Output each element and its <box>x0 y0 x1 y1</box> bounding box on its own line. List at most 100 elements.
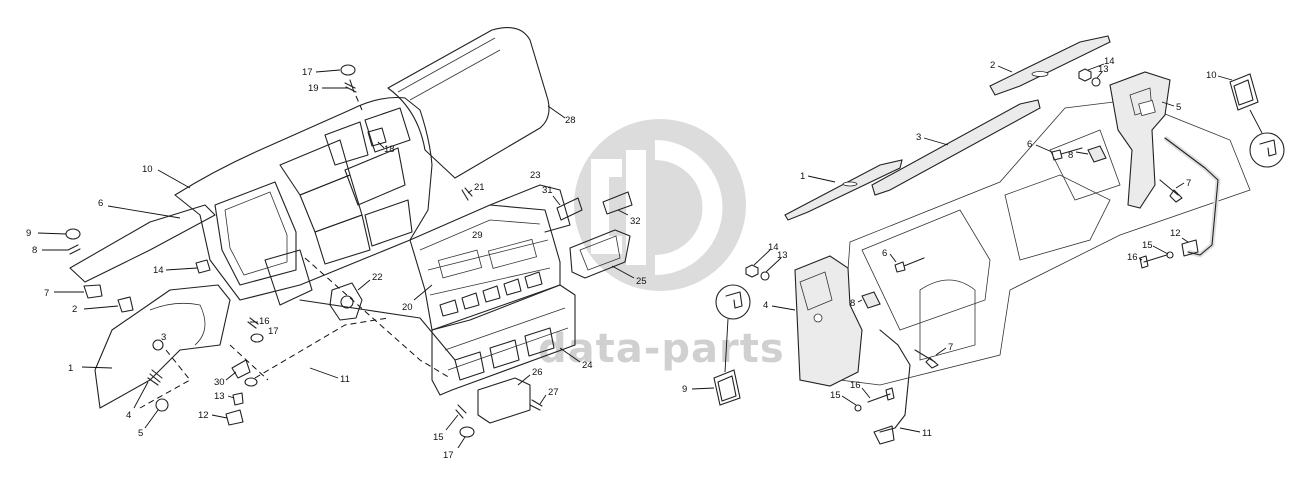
part-17-cap-bottom <box>459 426 475 438</box>
right-callouts: 1 2 3 4 5 6 6 7 7 8 8 9 10 11 <box>682 56 1233 439</box>
part-13-washer-lower <box>760 271 770 281</box>
callout-7: 7 <box>44 288 49 299</box>
part-25-cupholder <box>569 229 631 279</box>
part-27-screw <box>529 399 543 411</box>
left-dashboard-assembly: 1 2 3 4 5 6 7 8 9 10 11 12 13 14 <box>26 27 647 461</box>
part-17-cap-lower <box>250 333 264 343</box>
part-17-cap-top <box>340 64 356 76</box>
callout-8: 8 <box>32 245 37 256</box>
callout-17-bottom: 17 <box>443 450 454 461</box>
left-callouts: 1 2 3 4 5 6 7 8 9 10 11 12 13 14 <box>26 67 647 461</box>
callout-4: 4 <box>126 410 131 421</box>
part-26-ashtray <box>477 377 531 424</box>
part-3-nut <box>152 339 164 351</box>
callout-28: 28 <box>565 115 576 126</box>
part-9-cap <box>65 228 81 240</box>
r-callout-14-lower: 14 <box>768 242 779 253</box>
r-callout-7-upper: 7 <box>1186 178 1191 189</box>
r-callout-14-upper: 14 <box>1104 56 1115 67</box>
callout-13: 13 <box>214 391 225 402</box>
part-6-bolt-upper <box>1051 147 1083 161</box>
part-31-switch <box>556 197 583 221</box>
part-15-washer-left <box>854 404 862 412</box>
part-8-plate-upper <box>1087 145 1107 163</box>
r-callout-6-upper: 6 <box>1027 139 1032 150</box>
r-callout-10: 10 <box>1206 70 1217 81</box>
r-callout-8-lower: 8 <box>850 298 855 309</box>
part-16-bolt-left <box>867 387 895 403</box>
r-callout-16-upper: 16 <box>1127 252 1138 263</box>
callout-24: 24 <box>582 360 593 371</box>
callout-32: 32 <box>630 216 641 227</box>
part-5-cap <box>155 398 169 412</box>
callout-12: 12 <box>198 410 209 421</box>
callout-1: 1 <box>68 363 73 374</box>
part-10-grip <box>1229 73 1259 111</box>
part-16-bolt-right <box>1139 253 1171 269</box>
part-1-lower-panel <box>94 284 231 409</box>
callout-22: 22 <box>372 272 383 283</box>
instrument-window <box>214 181 297 286</box>
r-callout-6-lower: 6 <box>882 248 887 259</box>
callout-31: 31 <box>542 185 553 196</box>
part-15-washer-right <box>1166 251 1174 259</box>
part-10-dashboard-top <box>174 96 433 301</box>
watermark-logo <box>574 119 746 291</box>
part-11-handle-bar-right <box>1164 137 1219 256</box>
part-7-bolt-lower <box>914 349 939 369</box>
part-23-console-top <box>489 184 571 233</box>
callout-25: 25 <box>636 276 647 287</box>
callout-29: 29 <box>472 230 483 241</box>
r-callout-11: 11 <box>922 428 932 439</box>
part-16-screw <box>247 317 259 329</box>
r-callout-3: 3 <box>916 132 921 143</box>
callout-20: 20 <box>402 302 413 313</box>
callout-9: 9 <box>26 228 31 239</box>
callout-15: 15 <box>433 432 444 443</box>
watermark-text: data-parts <box>538 326 785 372</box>
r-callout-13-upper: 13 <box>1098 64 1109 75</box>
r-callout-7-lower: 7 <box>948 342 953 353</box>
part-14-nut-lower <box>745 264 759 278</box>
part-6-bolt-lower <box>894 257 925 273</box>
callout-23: 23 <box>530 170 541 181</box>
part-19-screw <box>344 79 357 93</box>
part-28-top-cover <box>387 27 550 179</box>
callout-27: 27 <box>548 387 559 398</box>
callout-26: 26 <box>532 367 543 378</box>
part-7-bolt-upper <box>1159 179 1183 203</box>
r-callout-12: 12 <box>1170 228 1181 239</box>
callout-6: 6 <box>98 198 103 209</box>
part-15-screw <box>455 404 467 419</box>
r-callout-13-lower: 13 <box>777 250 788 261</box>
callout-11: 11 <box>340 374 350 385</box>
part-8-screw <box>67 244 81 255</box>
dashboard-body-outline <box>839 99 1251 386</box>
part-3-long-strip <box>871 99 1041 196</box>
callout-3: 3 <box>161 332 166 343</box>
part-9-grip <box>713 369 741 406</box>
r-callout-2: 2 <box>990 60 995 71</box>
callout-17-top: 17 <box>302 67 313 78</box>
r-callout-9: 9 <box>682 384 687 395</box>
part-22-bracket <box>329 282 363 321</box>
part-8-plate-lower <box>861 291 881 309</box>
r-callout-15: 15 <box>1142 240 1153 251</box>
part-24-lower-console <box>431 284 576 396</box>
callout-14: 14 <box>153 265 164 276</box>
right-dashboard-assembly: 1 2 3 4 5 6 6 7 7 8 8 9 10 11 <box>682 35 1285 445</box>
r-callout-16-lower: 16 <box>850 380 861 391</box>
part-2-clip <box>117 296 134 313</box>
callout-30: 30 <box>214 377 225 388</box>
detail-reference-icon-left <box>715 284 751 320</box>
callout-16: 16 <box>259 316 270 327</box>
part-5-right-bracket <box>1109 71 1171 209</box>
part-7-bracket <box>83 284 103 299</box>
part-30-bracket <box>231 359 251 379</box>
part-13-washer-upper <box>1091 77 1101 87</box>
part-6-side-trim <box>69 204 216 283</box>
part-12-bracket <box>225 409 244 426</box>
detail-reference-icon-right <box>1249 132 1285 168</box>
